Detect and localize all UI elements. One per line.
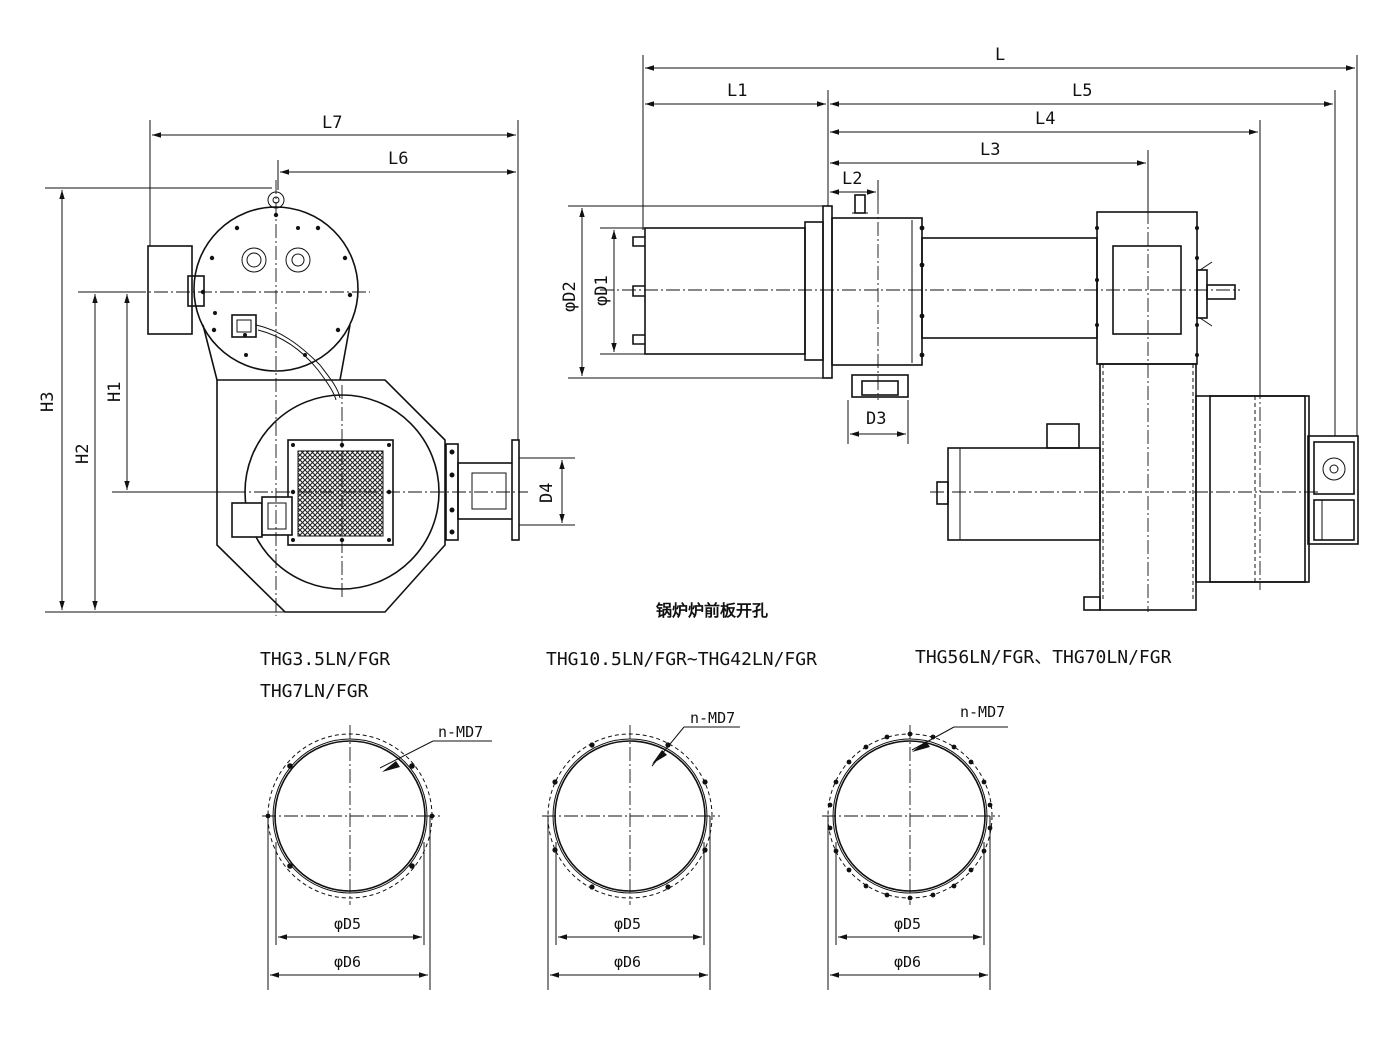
variant-2-model-1: THG10.5LN/FGR~THG42LN/FGR [546, 649, 817, 670]
dim-d1: φD1 [592, 275, 612, 306]
front-view [45, 120, 575, 616]
side-view [568, 55, 1359, 612]
dim-l7: L7 [322, 113, 342, 133]
dim-l3: L3 [980, 140, 1000, 160]
dim-h3: H3 [38, 392, 58, 412]
variant-2-hole-label: n-MD7 [690, 709, 735, 727]
hole-pattern-2 [542, 725, 740, 990]
variant-1-model-2: THG7LN/FGR [260, 681, 369, 702]
dim-d2: φD2 [560, 281, 580, 312]
dim-h1: H1 [105, 382, 125, 402]
dim-d4: D4 [537, 483, 557, 503]
dim-l1: L1 [727, 81, 747, 101]
dim-l6: L6 [388, 149, 408, 169]
dim-l5: L5 [1072, 81, 1092, 101]
variant-3-d6: φD6 [894, 953, 921, 971]
labels: L7 L6 H3 H2 H1 D4 L L1 L5 L4 L3 L2 φD2 φ… [38, 45, 1172, 971]
variant-1-d5: φD5 [334, 915, 361, 933]
dim-d3: D3 [866, 409, 886, 429]
variant-1-hole-label: n-MD7 [438, 723, 483, 741]
variant-2-d5: φD5 [614, 915, 641, 933]
dim-l: L [995, 45, 1005, 65]
variant-2-d6: φD6 [614, 953, 641, 971]
variant-3-d5: φD5 [894, 915, 921, 933]
variant-3-hole-label: n-MD7 [960, 703, 1005, 721]
hole-pattern-3 [822, 725, 1008, 990]
variant-3-model-1: THG56LN/FGR、THG70LN/FGR [915, 647, 1172, 668]
hole-pattern-1 [262, 725, 492, 990]
variant-1-d6: φD6 [334, 953, 361, 971]
dim-l2: L2 [842, 169, 862, 189]
dim-h2: H2 [73, 444, 93, 464]
dim-l4: L4 [1035, 109, 1055, 129]
variant-1-model-1: THG3.5LN/FGR [260, 649, 390, 670]
section-title: 锅炉炉前板开孔 [656, 601, 768, 620]
